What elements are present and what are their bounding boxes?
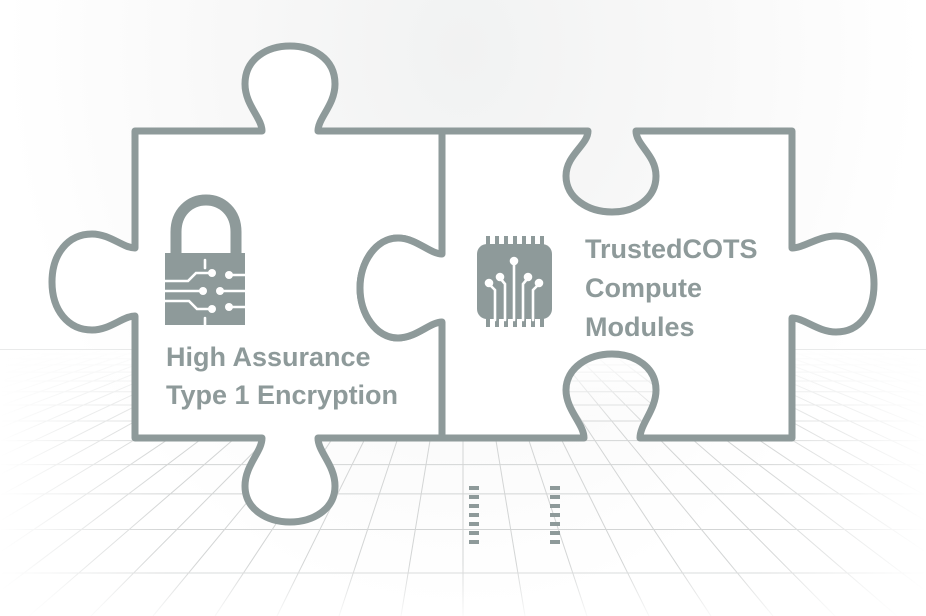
microchip-pin [486,317,490,327]
microchip-pin [540,236,544,246]
microchip-pin [469,522,479,526]
left-piece-label: High Assurance Type 1 Encryption [166,342,398,410]
microchip-pin [531,317,535,327]
microchip-pin [469,513,479,517]
microchip-pin [495,317,499,327]
microchip-pin [513,236,517,246]
microchip-icon [469,236,560,544]
microchip-pin [550,540,560,544]
left-piece-line-1: High Assurance [166,342,371,372]
microchip-pin [540,317,544,327]
right-piece-line-1: TrustedCOTS [585,234,758,264]
right-piece-line-3: Modules [585,312,695,342]
microchip-pin [550,522,560,526]
microchip-pin [469,486,479,490]
microchip-pin [550,531,560,535]
microchip-pin [469,504,479,508]
microchip-pin [469,495,479,499]
microchip-pin [522,236,526,246]
microchip-pin [550,513,560,517]
left-piece-line-2: Type 1 Encryption [166,380,398,410]
microchip-pin [513,317,517,327]
padlock-circuit-icon [163,194,247,327]
microchip-pins [469,236,560,544]
right-puzzle-piece [356,127,878,442]
microchip-pin [504,317,508,327]
microchip-pin [495,236,499,246]
microchip-pin [550,495,560,499]
microchip-pin [522,317,526,327]
microchip-pin [469,540,479,544]
microchip-pin [550,486,560,490]
microchip-pin [504,236,508,246]
microchip-pin [550,504,560,508]
right-piece-line-2: Compute [585,273,702,303]
microchip-pin [469,531,479,535]
microchip-pin [531,236,535,246]
right-piece-label: TrustedCOTS Compute Modules [585,234,765,342]
microchip-pin [486,236,490,246]
